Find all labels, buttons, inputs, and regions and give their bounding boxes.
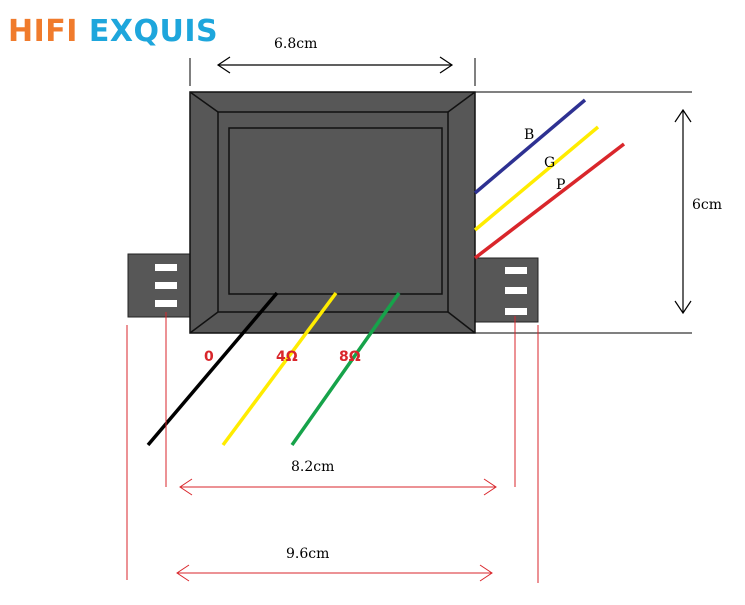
foot-right-slot xyxy=(505,267,527,274)
wire-blue xyxy=(473,98,587,195)
body-bevel xyxy=(217,111,449,313)
height-dimension: 6cm xyxy=(475,91,722,334)
wire-green-8ohm xyxy=(290,291,401,447)
bevel-corner xyxy=(189,311,219,334)
wire-black xyxy=(146,291,279,447)
inner-span-arrow-right xyxy=(483,478,497,496)
wire-yellow-4ohm xyxy=(221,291,338,447)
bevel-corner xyxy=(447,311,476,334)
top-width-dimension: 6.8cm xyxy=(189,36,476,86)
transformer-body xyxy=(189,91,476,334)
body-outer xyxy=(189,91,476,334)
mounting-dimensions: 8.2cm 9.6cm xyxy=(126,312,539,583)
brand-logo: HIFI EXQUIS xyxy=(8,14,218,49)
outer-span-arrow-left xyxy=(176,564,190,582)
foot-left-slot xyxy=(155,264,177,271)
top-width-arrow-right xyxy=(439,56,454,74)
output-4ohm-label: 4Ω xyxy=(276,349,298,365)
brand-part-1: HIFI xyxy=(8,14,78,49)
output-8ohm-label: 8Ω xyxy=(339,349,361,365)
height-arrow-top xyxy=(674,108,692,123)
bevel-corner xyxy=(189,91,219,113)
outer-span-label: 9.6cm xyxy=(286,546,329,562)
outer-span-arrow-right xyxy=(479,564,493,582)
inner-span-label: 8.2cm xyxy=(291,459,334,475)
foot-right-slot xyxy=(505,287,527,294)
wire-red xyxy=(473,142,626,260)
secondary-wires: 0 4Ω 8Ω xyxy=(146,291,401,447)
mounting-foot-left xyxy=(127,253,191,318)
foot-right-slot xyxy=(505,308,527,315)
mounting-foot-right xyxy=(474,257,539,323)
primary-wires: B G P xyxy=(473,98,626,260)
inner-span-arrow-left xyxy=(179,478,193,496)
wire-red-label: P xyxy=(556,177,565,193)
foot-left-slot xyxy=(155,282,177,289)
foot-left-slot xyxy=(155,300,177,307)
bevel-corner xyxy=(447,91,476,113)
wire-yellow-label: G xyxy=(544,155,555,171)
brand-part-2: EXQUIS xyxy=(88,14,219,49)
wire-yellow xyxy=(473,125,600,232)
wire-blue-label: B xyxy=(524,127,534,143)
top-width-arrow-left xyxy=(216,56,231,74)
top-width-label: 6.8cm xyxy=(274,36,317,52)
output-common-label: 0 xyxy=(204,349,214,365)
height-label: 6cm xyxy=(692,197,722,213)
height-arrow-bottom xyxy=(674,300,692,315)
